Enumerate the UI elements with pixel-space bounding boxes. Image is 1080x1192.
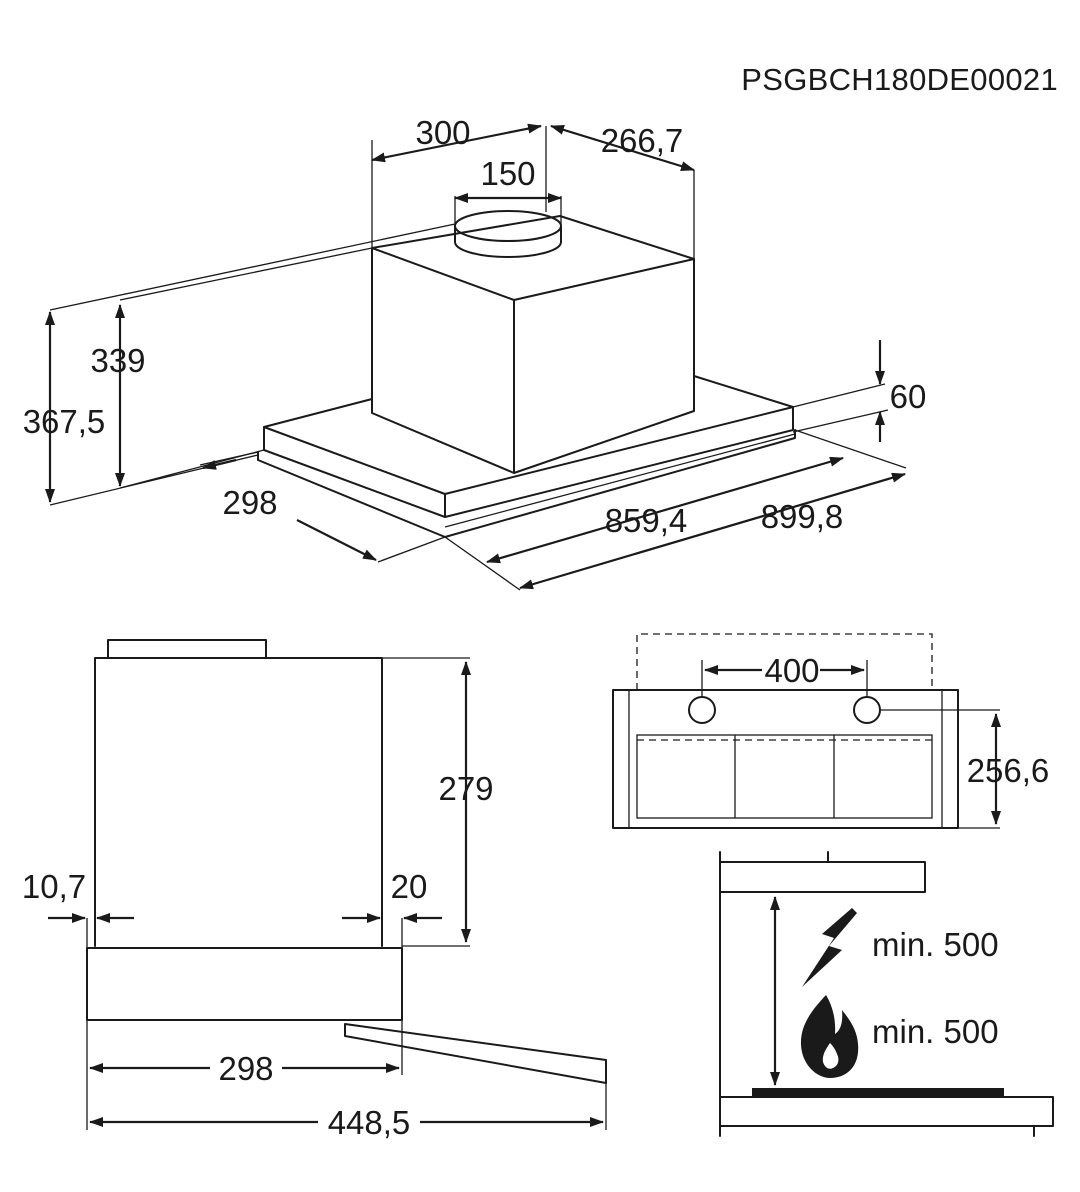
- dim-10-7: 10,7: [22, 868, 86, 905]
- isometric-view: 300 266,7 150 339 367,5 60 298 859,4 899…: [23, 114, 927, 591]
- dim-300: 300: [415, 114, 470, 151]
- side-canopy: [86, 947, 403, 1021]
- chimney-box: [371, 215, 695, 474]
- clearance-hood: [719, 861, 926, 893]
- side-visor: [344, 1023, 607, 1084]
- lightning-bolt-icon: [802, 908, 857, 987]
- clearance-gas: min. 500: [872, 1013, 999, 1050]
- dim-266-7: 266,7: [601, 122, 684, 159]
- dim-899-8: 899,8: [761, 498, 844, 535]
- hob: [752, 1088, 1004, 1097]
- clearance-view: min. 500 min. 500: [719, 851, 1054, 1137]
- dim-339: 339: [90, 342, 145, 379]
- product-code: PSGBCH180DE00021: [741, 62, 1058, 97]
- clearance-electric: min. 500: [872, 926, 999, 963]
- dim-60: 60: [890, 378, 927, 415]
- fixing-hole-right: [853, 696, 881, 724]
- fixing-hole-left: [688, 696, 716, 724]
- dim-150: 150: [480, 155, 535, 192]
- front-body: [612, 689, 959, 829]
- chimney-outline-dashed: [636, 633, 933, 690]
- front-view: 400 256,6: [612, 633, 1050, 829]
- side-view: 279 10,7 20 298 448,5: [22, 639, 607, 1141]
- worktop: [719, 1096, 1054, 1127]
- dim-367-5: 367,5: [23, 403, 106, 440]
- dim-448-5: 448,5: [328, 1104, 411, 1141]
- dim-298-top: 298: [222, 484, 277, 521]
- flame-icon: [800, 995, 859, 1078]
- dim-20: 20: [391, 868, 428, 905]
- dim-400: 400: [764, 652, 819, 689]
- side-chimney: [94, 657, 383, 947]
- dim-298-side: 298: [218, 1050, 273, 1087]
- dim-859-4: 859,4: [605, 502, 688, 539]
- side-top-cap: [107, 639, 267, 659]
- dim-279: 279: [438, 770, 493, 807]
- dim-256-6: 256,6: [967, 752, 1050, 789]
- visor: [257, 429, 796, 538]
